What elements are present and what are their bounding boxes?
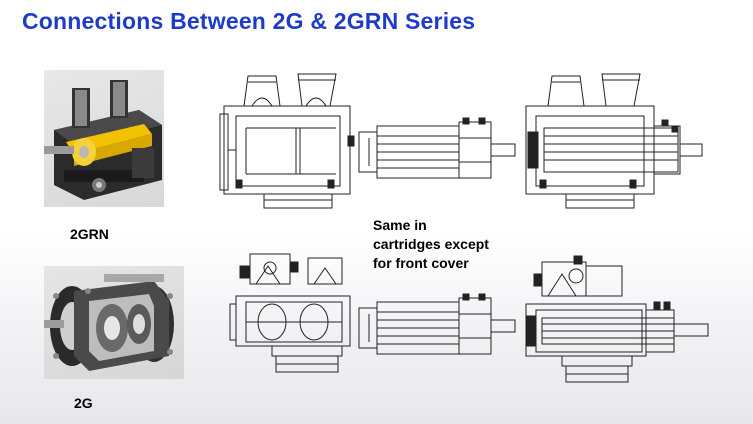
drawing-2g-housing [229, 253, 351, 373]
note-line-3: for front cover [373, 255, 469, 271]
note-line-2: cartridges except [373, 236, 489, 252]
slide-title: Connections Between 2G & 2GRN Series [22, 8, 476, 34]
pump-2g-render [44, 274, 174, 371]
pump-2grn-render [44, 80, 162, 200]
label-2grn: 2GRN [70, 226, 109, 242]
pump-2grn-photo [44, 70, 164, 207]
note-line-1: Same in [373, 217, 427, 233]
drawing-2grn-assembly [525, 73, 703, 209]
cartridge-note: Same in cartridges except for front cove… [373, 216, 533, 273]
drawing-2grn-housing [219, 73, 355, 209]
drawing-2g-assembly [525, 255, 709, 383]
pump-2g-photo [44, 266, 184, 379]
drawing-cartridge-top [358, 117, 516, 179]
label-2g: 2G [74, 395, 93, 411]
drawing-cartridge-bottom [358, 293, 516, 355]
